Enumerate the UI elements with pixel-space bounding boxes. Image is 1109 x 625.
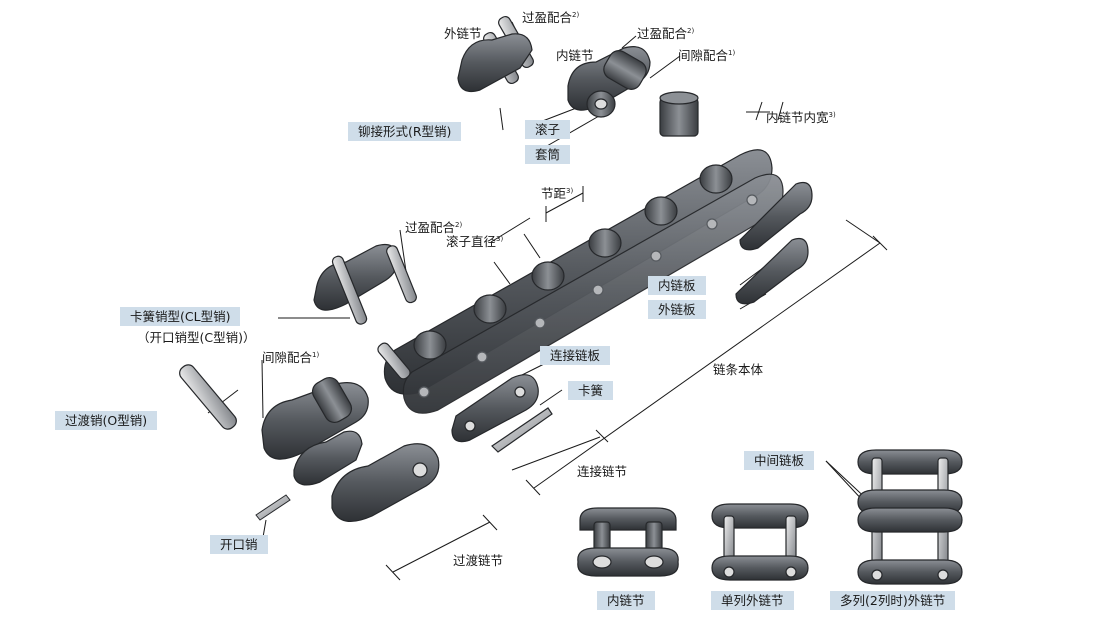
label-outer-link: 外链节	[444, 26, 482, 41]
inner-link-parts	[567, 46, 699, 137]
offset-link-assembly	[261, 377, 440, 523]
loose-plates	[735, 181, 813, 305]
label-inner-link-view: 内链节	[597, 591, 655, 610]
offset-pin	[179, 364, 237, 430]
label-offset-pin-o: 过渡销(O型销)	[55, 411, 158, 430]
label-cotter-pin-c: （开口销型(C型销)）	[137, 330, 256, 345]
label-interference-fit-1: 过盈配合2)	[522, 10, 580, 25]
label-spring-clip: 卡簧	[568, 381, 614, 400]
label-roller: 滚子	[525, 120, 571, 139]
label-clearance-fit-2: 间隙配合1)	[262, 350, 320, 365]
multi-outer-link-view	[857, 449, 963, 585]
label-chain-body: 链条本体	[713, 362, 764, 377]
outer-link-riveted	[457, 15, 534, 93]
chain-body	[377, 149, 784, 414]
connecting-plate-clip	[451, 374, 553, 453]
label-clip-pin-cl: 卡簧销型(CL型销)	[120, 307, 241, 326]
label-offset-link: 过渡链节	[453, 553, 504, 568]
label-connecting-link: 连接链节	[577, 464, 628, 479]
label-inner-link: 内链节	[556, 48, 594, 63]
label-intermediate-plate: 中间链板	[744, 451, 815, 470]
cotter-pin-part	[255, 494, 291, 521]
label-outer-plate: 外链板	[648, 300, 706, 319]
label-clearance-fit-1: 间隙配合1)	[678, 48, 736, 63]
label-connecting-plate: 连接链板	[540, 346, 611, 365]
label-riveted-r-pin: 铆接形式(R型销)	[348, 122, 462, 141]
label-roller-diameter: 滚子直径3)	[446, 234, 504, 249]
label-pitch: 节距3)	[541, 186, 574, 201]
label-interference-fit-2: 过盈配合2)	[637, 26, 695, 41]
label-cotter-pin: 开口销	[210, 535, 268, 554]
label-single-outer-link: 单列外链节	[711, 591, 794, 610]
label-inner-width: 内链节内宽3)	[766, 110, 836, 125]
label-bushing: 套筒	[525, 145, 571, 164]
label-interference-fit-3: 过盈配合2)	[405, 220, 463, 235]
inner-link-view	[577, 507, 679, 577]
label-multi-outer-link: 多列(2列时)外链节	[830, 591, 956, 610]
clip-pin-link	[313, 243, 417, 325]
single-outer-link-view	[711, 503, 809, 581]
label-inner-plate: 内链板	[648, 276, 706, 295]
